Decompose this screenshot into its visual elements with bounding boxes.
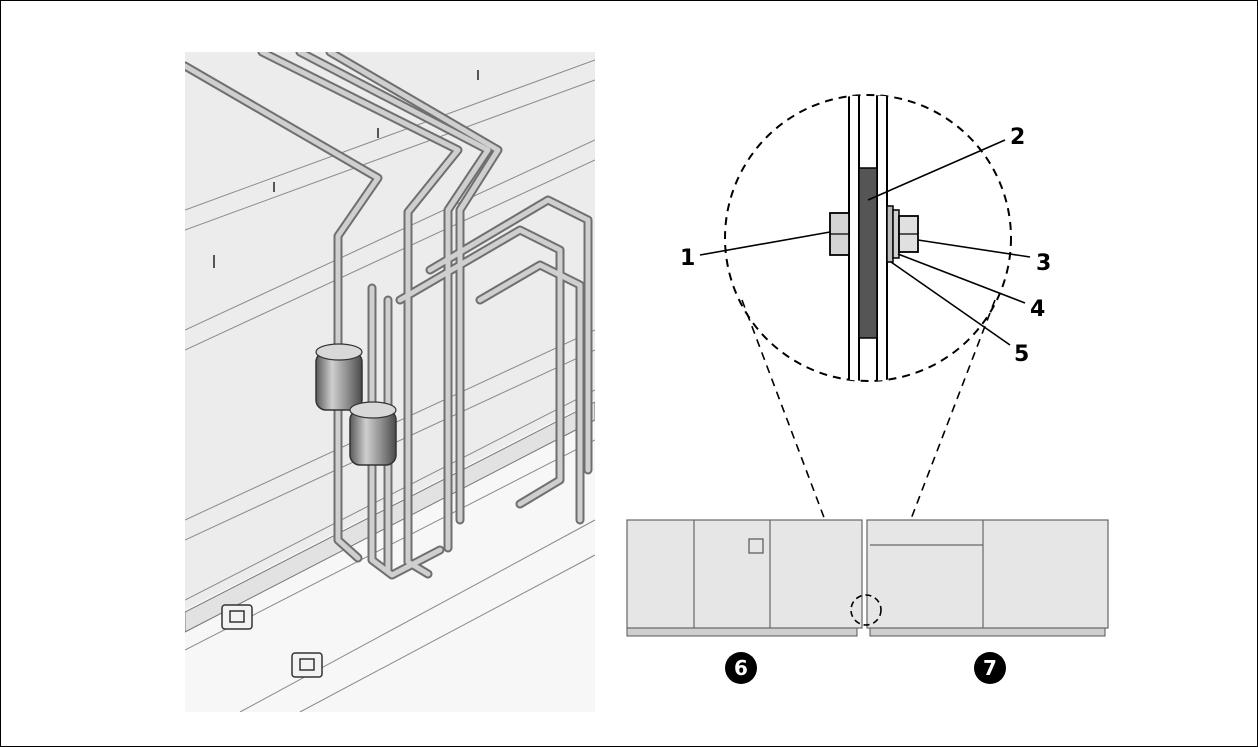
joint-detail-marker xyxy=(850,594,882,626)
unit-7-badge: 7 xyxy=(974,652,1006,684)
detail-magnifier: 1 2 3 4 5 xyxy=(680,94,1051,382)
callout-5: 5 xyxy=(1014,342,1029,367)
callout-4: 4 xyxy=(1030,297,1045,322)
unit-6-cabinet xyxy=(626,519,863,637)
unit-7-cabinet xyxy=(866,519,1109,637)
piping-illustration xyxy=(185,52,595,712)
callout-1: 1 xyxy=(680,246,695,271)
callout-2: 2 xyxy=(1010,125,1025,150)
filter-dryer-lower xyxy=(349,401,397,466)
unit-7-label: 7 xyxy=(983,656,997,680)
unit-6-label: 6 xyxy=(734,656,748,680)
unit-6-badge: 6 xyxy=(725,652,757,684)
filter-dryer-upper xyxy=(315,343,363,411)
callout-3: 3 xyxy=(1036,251,1051,276)
